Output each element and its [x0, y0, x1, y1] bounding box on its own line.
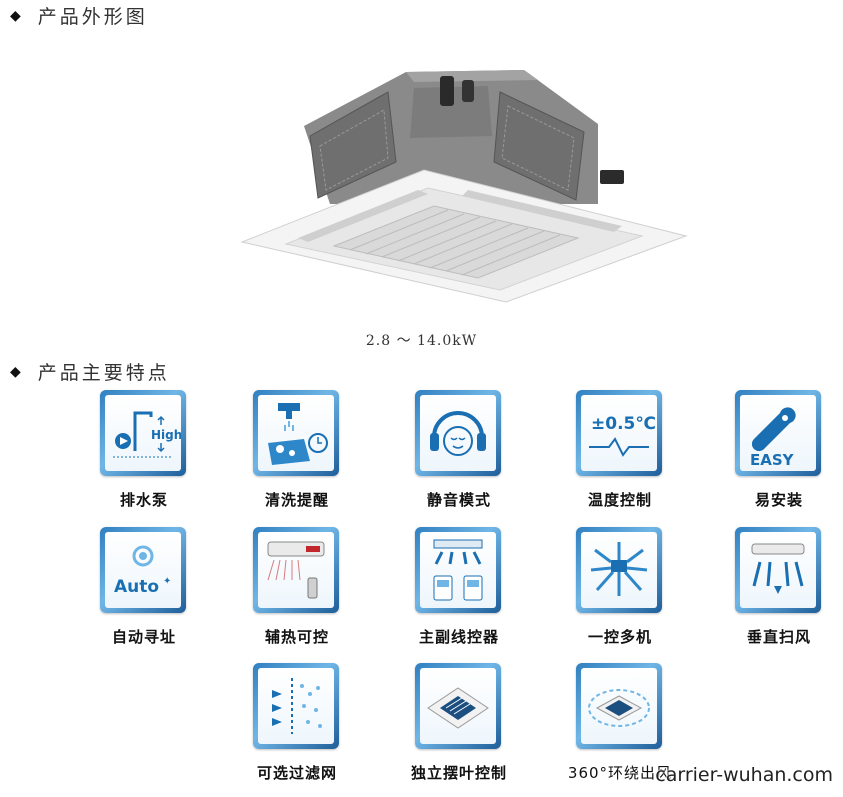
vertical-swing-icon	[735, 527, 821, 613]
auto-text: Auto	[114, 577, 159, 597]
diamond-bullet-icon: ◆	[10, 7, 24, 24]
temperature-text: ±0.5℃	[591, 414, 656, 434]
feature-label: 自动寻址	[111, 628, 176, 646]
surround-airflow-icon	[576, 663, 662, 749]
optional-filter-icon	[253, 663, 339, 749]
drain-pump-icon: High	[100, 390, 186, 476]
feature-label: 可选过滤网	[256, 764, 337, 782]
capacity-range: 2.8 ～ 14.0kW	[365, 333, 478, 349]
feature-label: 辅热可控	[264, 628, 329, 646]
temperature-control-icon: ±0.5℃	[576, 390, 662, 476]
independent-louver-icon	[415, 663, 501, 749]
dual-wired-controller-icon	[415, 527, 501, 613]
feature-label: 垂直扫风	[746, 628, 811, 646]
silent-mode-icon	[415, 390, 501, 476]
product-image-cassette-ac	[238, 66, 690, 306]
easy-install-icon: EASY	[735, 390, 821, 476]
easy-text: EASY	[750, 451, 795, 469]
section-heading-features: ◆ 产品主要特点	[10, 358, 170, 385]
diamond-bullet-icon: ◆	[10, 363, 24, 380]
feature-label: 静音模式	[426, 491, 491, 509]
feature-label: 主副线控器	[418, 628, 499, 646]
feature-label: 易安装	[754, 491, 803, 509]
section-heading-appearance: ◆ 产品外形图	[10, 2, 148, 29]
feature-label: 排水泵	[119, 491, 168, 509]
cleaning-reminder-icon	[253, 390, 339, 476]
feature-label: 360°环绕出风	[567, 764, 673, 782]
auto-addressing-icon: Auto ✦	[100, 527, 186, 613]
section-title: 产品主要特点	[37, 362, 170, 384]
watermark-text: carrier-wuhan.com	[655, 764, 833, 786]
feature-label: 独立摆叶控制	[410, 764, 507, 782]
one-to-many-control-icon	[576, 527, 662, 613]
drain-pump-text: High	[151, 428, 181, 442]
feature-label: 清洗提醒	[264, 491, 329, 509]
feature-label: 温度控制	[587, 491, 652, 509]
section-title: 产品外形图	[37, 6, 148, 28]
svg-text:✦: ✦	[163, 576, 171, 587]
auxiliary-heat-icon	[253, 527, 339, 613]
feature-label: 一控多机	[587, 628, 652, 646]
